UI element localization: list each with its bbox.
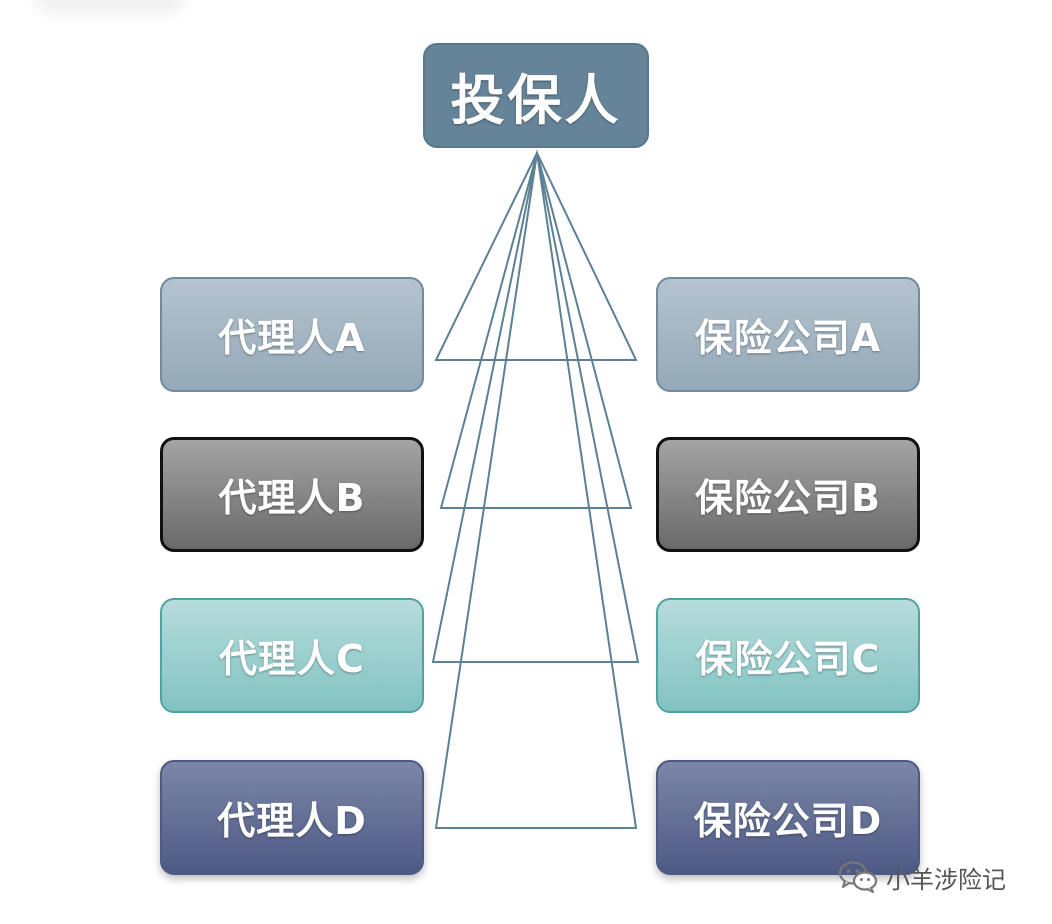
connector-triangle-b	[439, 149, 633, 509]
watermark-text: 小羊涉险记	[886, 865, 1006, 894]
insurer-c-node: 保险公司C	[656, 598, 920, 713]
watermark: 小羊涉险记	[838, 857, 1006, 897]
insurer-c-label: 保险公司C	[695, 637, 881, 681]
agent-d-node: 代理人D	[160, 760, 424, 875]
wechat-icon	[838, 861, 878, 893]
policyholder-label: 投保人	[450, 69, 622, 132]
connector-triangle-d	[434, 152, 638, 829]
insurer-a-label: 保险公司A	[694, 316, 882, 360]
insurer-d-node: 保险公司D	[656, 760, 920, 875]
connector-triangle-c	[431, 152, 640, 663]
corner-shadow	[40, 0, 180, 8]
agent-c-node: 代理人C	[160, 598, 424, 713]
agent-b-node: 代理人B	[160, 437, 424, 552]
agent-c-label: 代理人C	[219, 637, 365, 681]
connector-triangle-a	[434, 150, 638, 361]
insurer-b-label: 保险公司B	[695, 476, 881, 520]
insurer-d-label: 保险公司D	[693, 799, 883, 843]
insurer-a-node: 保险公司A	[656, 277, 920, 392]
policyholder-node: 投保人	[423, 43, 649, 148]
agent-b-label: 代理人B	[218, 476, 366, 520]
agent-a-label: 代理人A	[218, 316, 366, 360]
insurer-b-node: 保险公司B	[656, 437, 920, 552]
agent-a-node: 代理人A	[160, 277, 424, 392]
agent-d-label: 代理人D	[217, 799, 367, 843]
